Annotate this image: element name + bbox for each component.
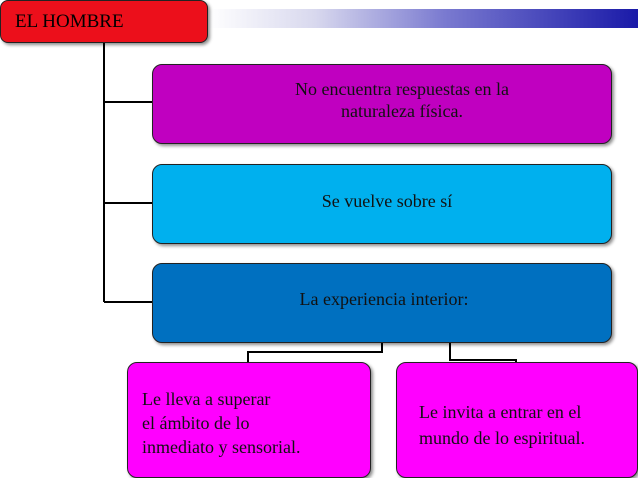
title-text: EL HOMBRE (15, 10, 124, 32)
node-box-4-text: Le lleva a superar el ámbito de lo inmed… (142, 389, 301, 457)
node-box-5-text: Le invita a entrar en el mundo de lo esp… (419, 402, 585, 448)
node-box-2: Se vuelve sobre sí (152, 164, 612, 244)
node-box-1-text: No encuentra respuestas en la naturaleza… (295, 79, 509, 121)
connector-to-box5 (449, 343, 517, 362)
header-gradient-bar (208, 9, 638, 28)
node-box-4: Le lleva a superar el ámbito de lo inmed… (127, 362, 371, 478)
connector-to-box4 (247, 343, 383, 362)
node-box-3: La experiencia interior: (152, 263, 612, 343)
node-box-1: No encuentra respuestas en la naturaleza… (152, 64, 612, 144)
node-box-3-text: La experiencia interior: (299, 289, 469, 309)
node-box-2-text: Se vuelve sobre sí (321, 191, 453, 211)
title-box: EL HOMBRE (0, 0, 208, 43)
node-box-5: Le invita a entrar en el mundo de lo esp… (396, 362, 638, 478)
